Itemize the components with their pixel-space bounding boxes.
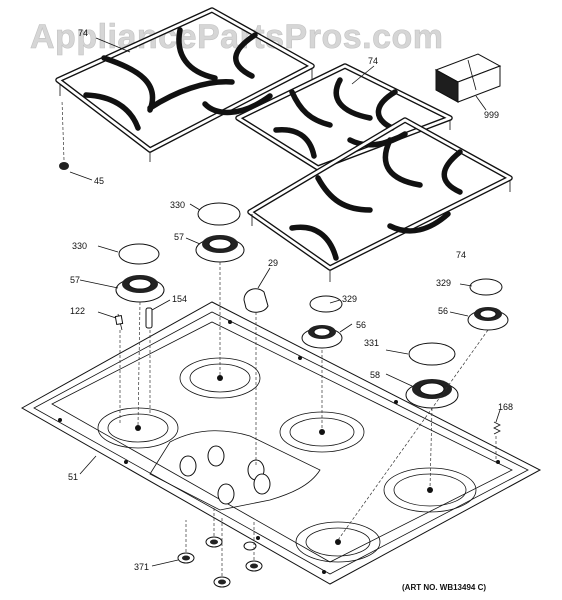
callout-head-top: 57 (174, 232, 184, 242)
burner-head-small-right (467, 307, 509, 331)
callout-screw: 122 (70, 306, 85, 316)
callout-grommet: 371 (134, 562, 149, 572)
callout-cap-large-right: 331 (364, 338, 379, 348)
art-number: (ART NO. WB13494 C) (402, 583, 486, 592)
cooktop-base (20, 301, 542, 585)
burner-cap-large-left (118, 243, 160, 265)
callout-box: 999 (484, 110, 499, 120)
grate-right (247, 117, 513, 282)
callout-head-left: 57 (70, 275, 80, 285)
callout-spring: 168 (498, 402, 513, 412)
control-knob (243, 288, 269, 313)
grate-foot (59, 99, 69, 170)
callout-cap-large-left: 330 (72, 241, 87, 251)
burner-cap-small-center (309, 295, 343, 313)
grommets (177, 536, 263, 588)
callout-cap-small-right: 329 (436, 278, 451, 288)
assembly-lines (119, 262, 497, 576)
screw-part (114, 313, 124, 331)
grate-left (55, 7, 315, 162)
burner-head-top (195, 235, 245, 263)
callout-knob: 29 (268, 258, 278, 268)
leader-lines (69, 37, 501, 567)
callout-head-large-right: 58 (370, 370, 380, 380)
callout-foot: 45 (94, 176, 104, 186)
burner-cap-small-right (469, 278, 503, 296)
burner-cap-large-right (408, 342, 456, 366)
callout-head-small-center: 56 (356, 320, 366, 330)
callout-grate-right: 74 (456, 250, 466, 260)
callout-grate-left: 74 (78, 28, 88, 38)
burner-head-small-center (301, 325, 343, 349)
callout-head-small-right: 56 (438, 306, 448, 316)
callout-grate-top-right: 74 (368, 56, 378, 66)
box-part (434, 53, 502, 103)
callout-labels: 74 74 999 45 330 57 74 330 29 57 329 154… (68, 28, 513, 572)
spring-part (493, 421, 501, 435)
callout-cooktop: 51 (68, 472, 78, 482)
burner-head-left (115, 275, 165, 303)
burner-cap-large-top (197, 202, 241, 226)
callout-cap-large-top: 330 (170, 200, 185, 210)
burner-head-large-right (405, 379, 459, 409)
grate-top-right (235, 63, 453, 180)
callout-pin: 154 (172, 294, 187, 304)
callout-cap-small-center: 329 (342, 294, 357, 304)
pin-part (145, 307, 153, 329)
